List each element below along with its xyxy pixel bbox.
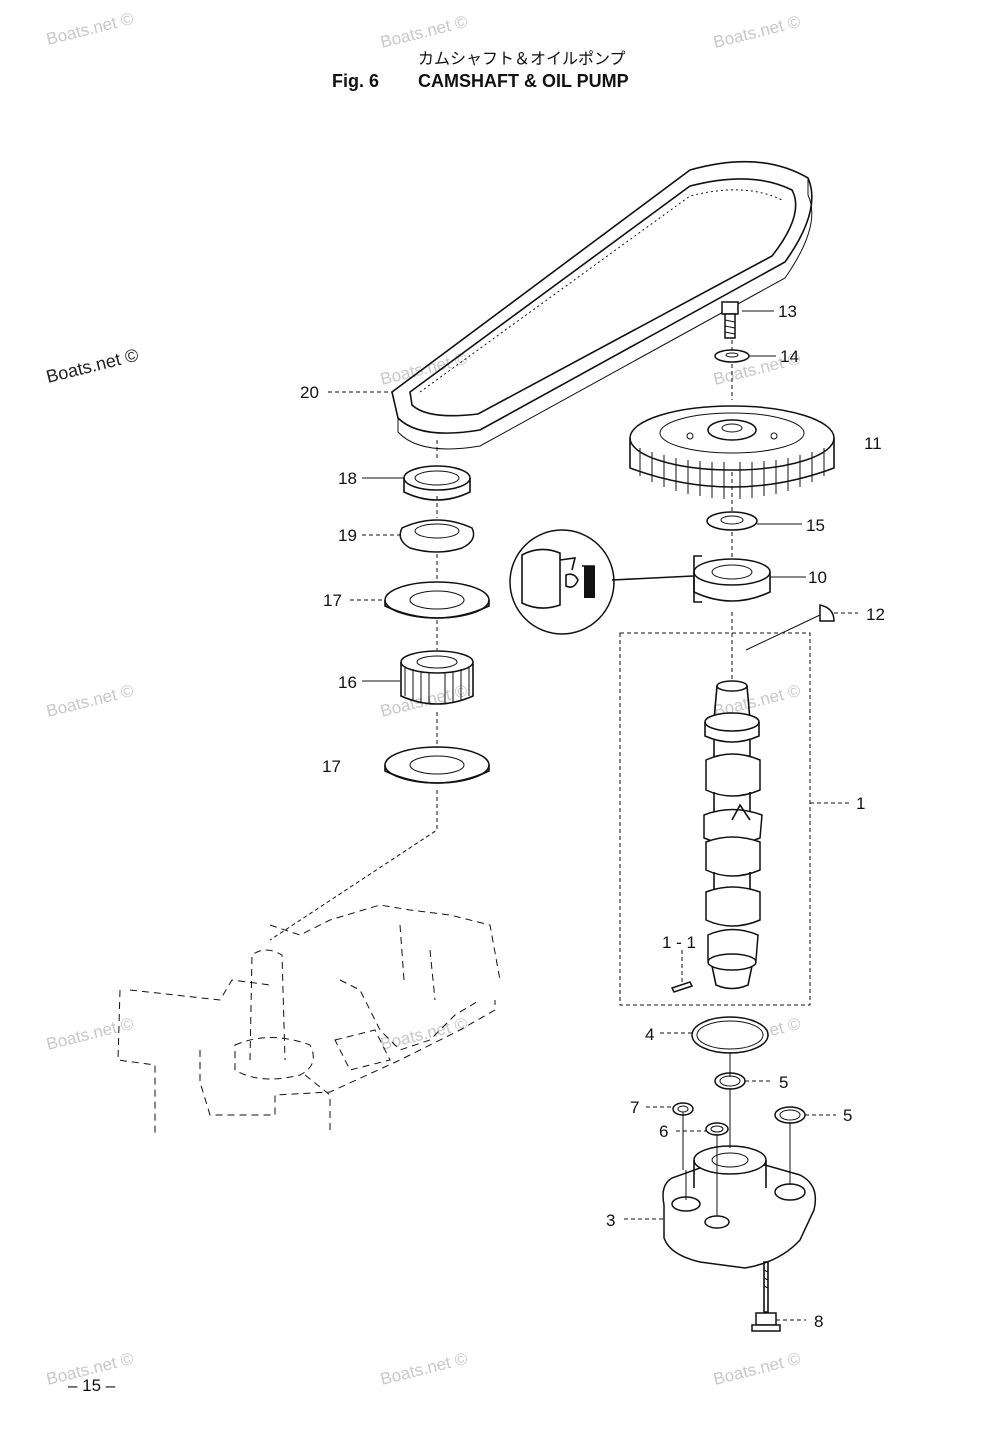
- oil-pump-3: [662, 1052, 817, 1269]
- callout-19: 19: [338, 526, 357, 545]
- callout-18: 18: [338, 469, 357, 488]
- plate-19: [399, 519, 475, 553]
- oil-seal-18: [403, 465, 471, 501]
- cam-pulley-11: [629, 405, 835, 499]
- callout-1: 1: [856, 794, 865, 813]
- title-japanese: カムシャフト＆オイルポンプ: [418, 50, 626, 68]
- washer-14: [714, 349, 750, 363]
- title-english: CAMSHAFT & OIL PUMP: [418, 71, 629, 91]
- callout-4: 4: [645, 1025, 654, 1044]
- callout-17-upper: 17: [323, 591, 342, 610]
- page-number: – 15 –: [68, 1376, 116, 1395]
- detail-inset: [509, 529, 702, 635]
- callout-14: 14: [780, 347, 799, 366]
- guide-plate-17-upper: [384, 581, 490, 619]
- o-ring-4: [691, 1016, 769, 1054]
- callout-20: 20: [300, 383, 319, 402]
- callout-12: 12: [866, 605, 885, 624]
- callout-16: 16: [338, 673, 357, 692]
- callout-8: 8: [814, 1312, 823, 1331]
- engine-block-outline: [117, 904, 501, 1135]
- guide-plate-17-lower: [384, 746, 490, 784]
- watermark: Boats.net ©: [711, 1349, 802, 1389]
- watermark: Boats.net ©: [44, 345, 140, 387]
- bearing-10: [693, 558, 771, 602]
- bolt-8: [751, 1261, 781, 1332]
- leader-lines: [328, 310, 858, 1321]
- watermark: Boats.net ©: [711, 12, 802, 52]
- woodruff-key-12: [819, 604, 835, 622]
- callout-11: 11: [864, 434, 882, 453]
- watermark: Boats.net ©: [44, 681, 135, 721]
- callout-1-1: 1 - 1: [662, 933, 696, 952]
- callout-5-center: 5: [779, 1073, 788, 1092]
- callout-10: 10: [808, 568, 827, 587]
- callout-17-lower: 17: [322, 757, 341, 776]
- callout-15: 15: [806, 516, 825, 535]
- fig-number: Fig. 6: [332, 71, 379, 91]
- watermark: Boats.net ©: [378, 1014, 469, 1054]
- washer-15: [706, 511, 758, 531]
- callout-13: 13: [778, 302, 797, 321]
- o-ring-6: [705, 1122, 729, 1136]
- watermark: Boats.net ©: [44, 9, 135, 49]
- watermark: Boats.net ©: [378, 12, 469, 52]
- o-ring-5-right: [774, 1106, 806, 1124]
- pulley-16: [400, 650, 474, 705]
- bolt-13: [721, 301, 739, 339]
- watermark: Boats.net ©: [378, 1349, 469, 1389]
- timing-belt: [391, 160, 813, 450]
- camshaft-1: [619, 632, 811, 1006]
- left-axis-line: [269, 440, 438, 941]
- watermark: Boats.net ©: [378, 681, 469, 721]
- watermark: Boats.net ©: [44, 1014, 135, 1054]
- callout-6: 6: [659, 1122, 668, 1141]
- callout-5-right: 5: [843, 1106, 852, 1125]
- callout-7: 7: [630, 1098, 639, 1117]
- callout-3: 3: [606, 1211, 615, 1230]
